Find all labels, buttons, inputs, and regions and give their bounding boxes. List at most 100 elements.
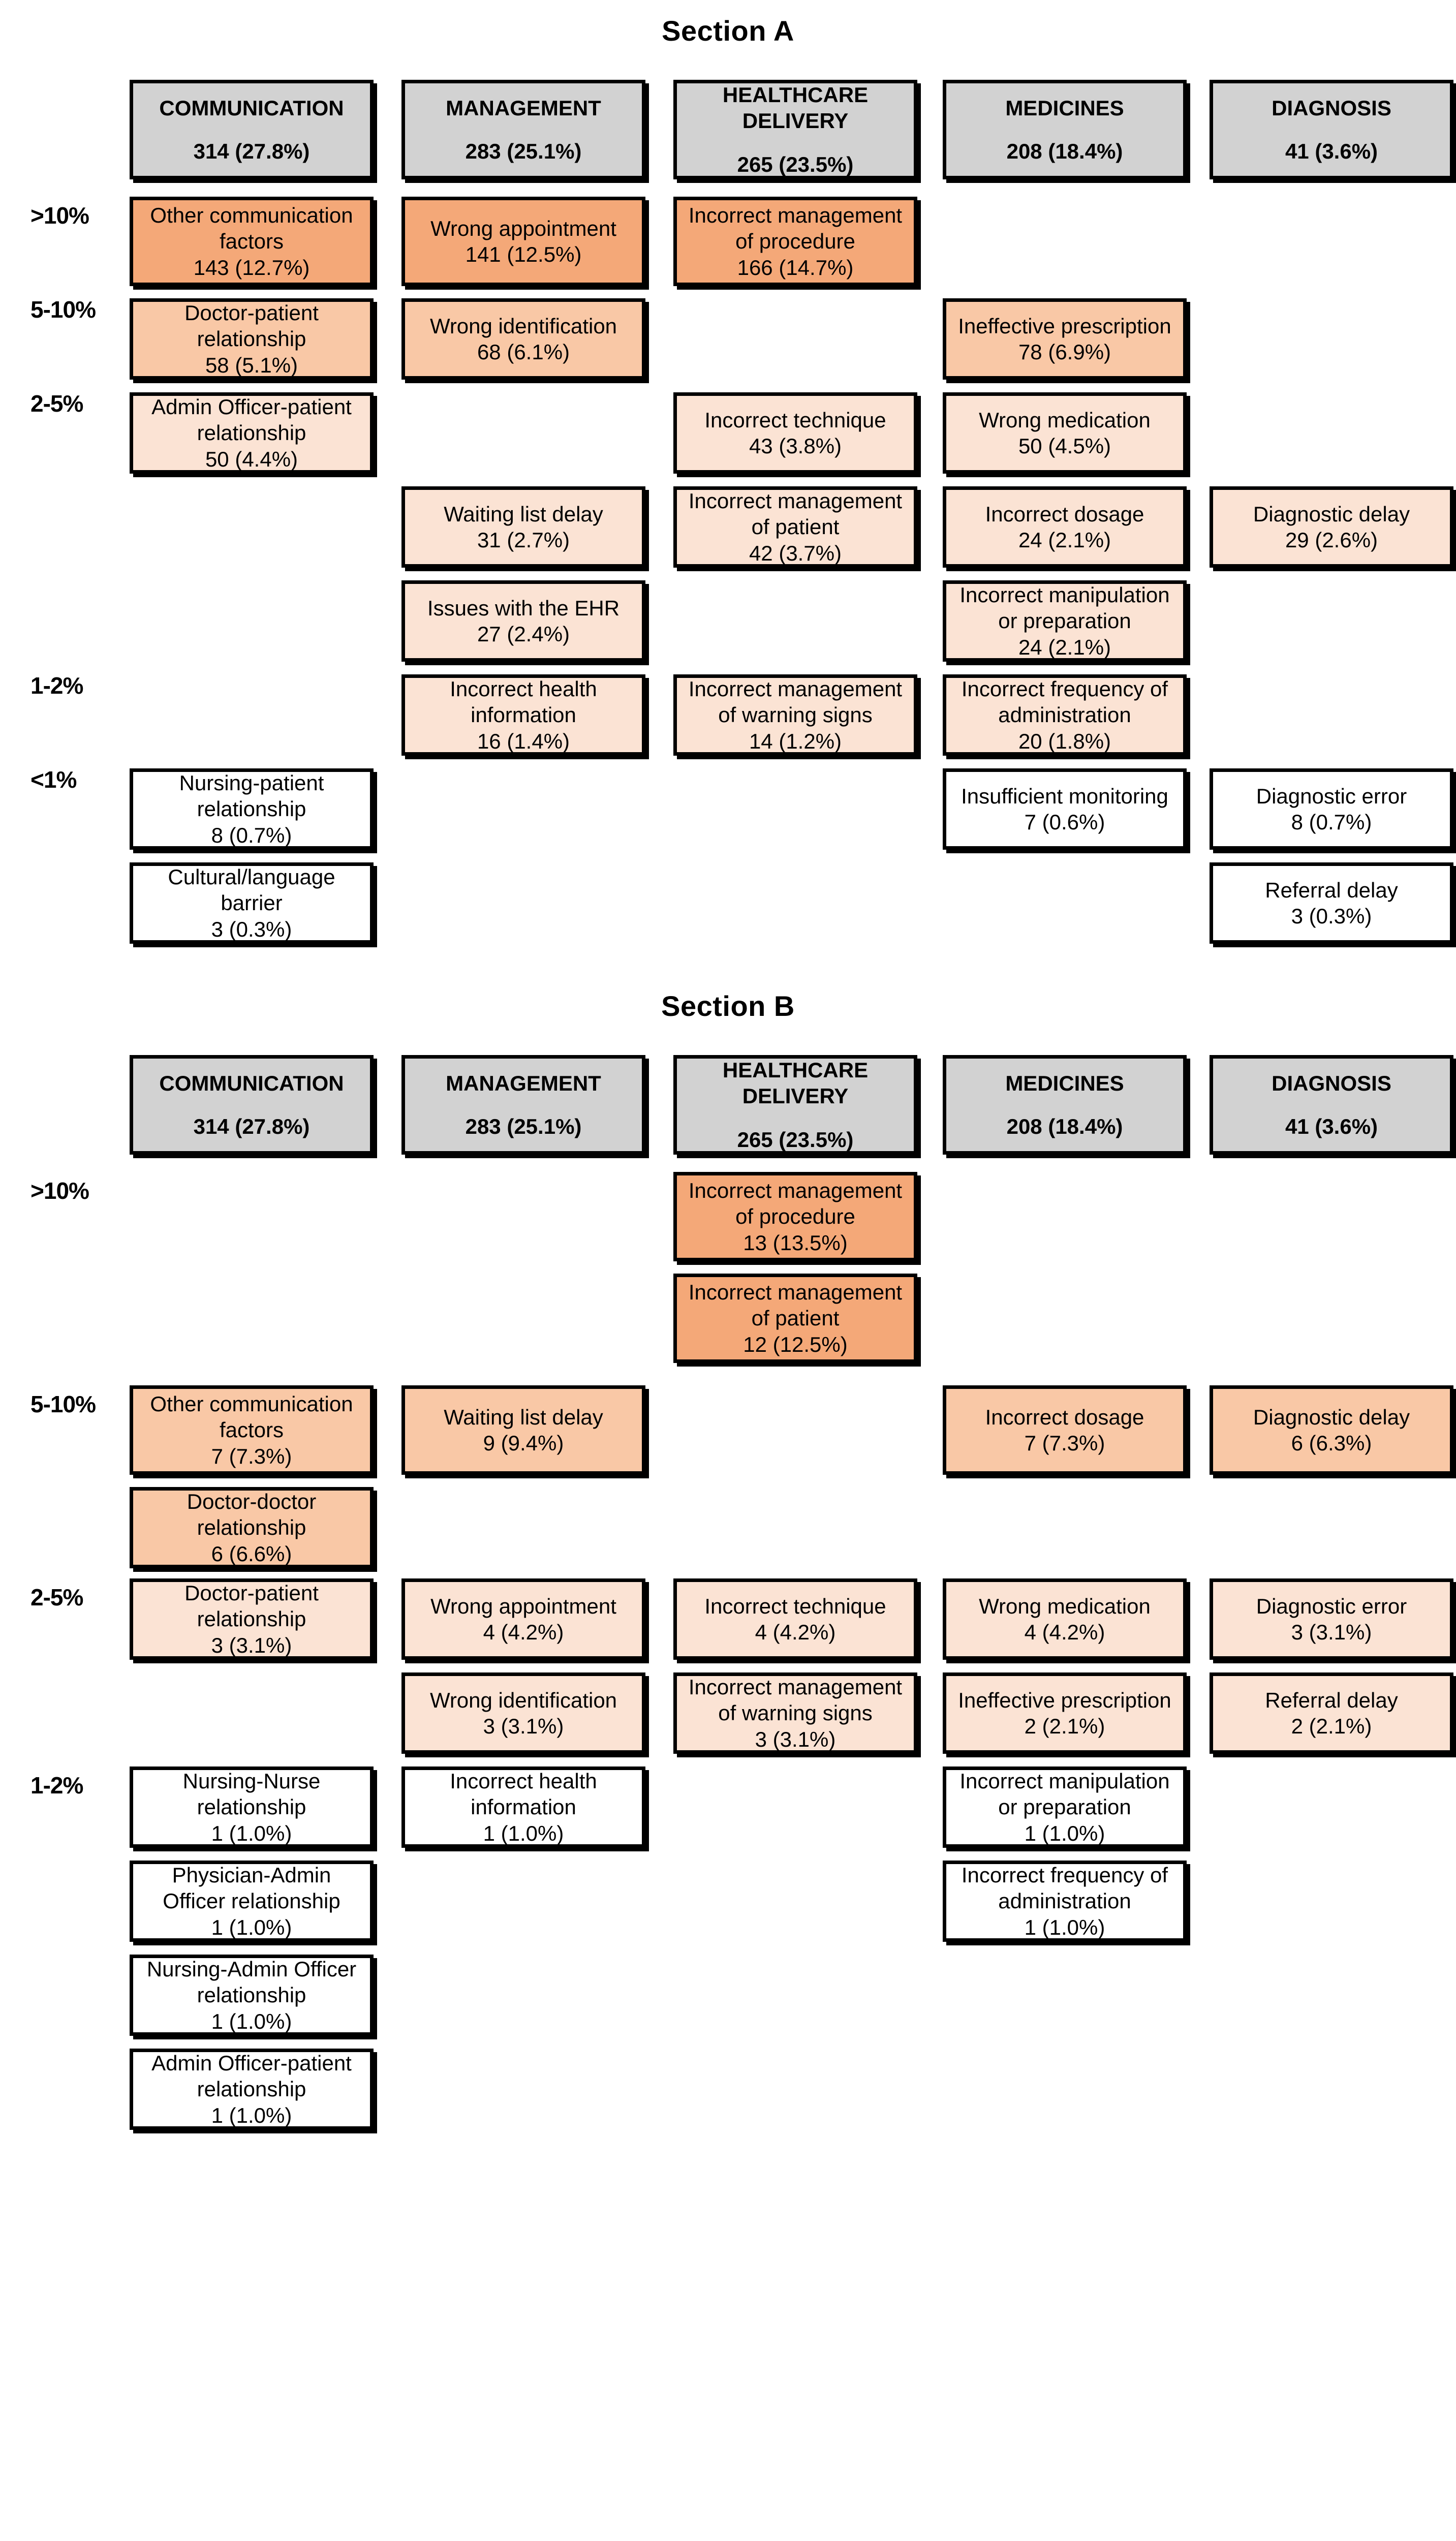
error-value: 29 (2.6%) — [1285, 528, 1378, 552]
error-value: 16 (1.4%) — [477, 729, 570, 753]
error-label: Other communication factors — [150, 203, 353, 254]
error-label: Diagnostic delay — [1253, 1405, 1410, 1429]
error-label: Doctor-patient relationship — [184, 1581, 319, 1631]
error-label: Waiting list delay — [444, 502, 603, 526]
error-label: Incorrect frequency of administration — [961, 677, 1168, 727]
error-label: Wrong medication — [979, 408, 1151, 432]
error-value: 58 (5.1%) — [205, 353, 298, 377]
error-value: 1 (1.0%) — [483, 1821, 564, 1845]
section-title: Section A — [662, 15, 794, 47]
error-value: 78 (6.9%) — [1018, 340, 1111, 364]
error-value: 31 (2.7%) — [477, 528, 570, 552]
error-value: 3 (3.1%) — [755, 1727, 836, 1751]
error-value: 50 (4.4%) — [205, 447, 298, 471]
category-name: DIAGNOSIS — [1272, 96, 1391, 120]
section-grid: >10%5-10%2-5%1-2%<1%Other communication … — [0, 197, 1456, 959]
error-label: Diagnostic error — [1256, 1594, 1407, 1618]
error-label: Incorrect frequency of administration — [961, 1863, 1168, 1913]
error-value: 24 (2.1%) — [1018, 528, 1111, 552]
error-label: Incorrect management of warning signs — [688, 677, 903, 727]
error-value: 42 (3.7%) — [749, 541, 842, 565]
section-title: Section B — [661, 990, 795, 1022]
error-value: 143 (12.7%) — [193, 255, 310, 280]
category-header-4: DIAGNOSIS 41 (3.6%) — [1210, 1055, 1453, 1155]
error-label: Incorrect management of patient — [688, 1280, 903, 1330]
category-value: 283 (25.1%) — [465, 1114, 582, 1138]
error-value: 1 (1.0%) — [211, 1821, 292, 1845]
section-grid: >10%5-10%2-5%1-2%Incorrect management of… — [0, 1172, 1456, 2148]
error-value: 1 (1.0%) — [1024, 1821, 1105, 1845]
category-name: DIAGNOSIS — [1272, 1071, 1391, 1095]
error-value: 2 (2.1%) — [1291, 1714, 1372, 1738]
error-label: Waiting list delay — [444, 1405, 603, 1429]
error-value: 12 (12.5%) — [743, 1332, 848, 1356]
error-label: Cultural/language barrier — [168, 865, 335, 915]
error-label: Incorrect management of procedure — [688, 1179, 903, 1229]
error-label: Insufficient monitoring — [961, 784, 1168, 808]
category-value: 265 (23.5%) — [737, 152, 854, 176]
error-label: Incorrect technique — [704, 408, 886, 432]
error-label: Referral delay — [1265, 878, 1398, 902]
error-value: 166 (14.7%) — [737, 255, 854, 280]
frequency-band-label: 5-10% — [30, 1391, 96, 1417]
category-name: MEDICINES — [1005, 96, 1124, 120]
error-value: 6 (6.6%) — [211, 1541, 292, 1566]
error-label: Incorrect manipulation or preparation — [959, 583, 1170, 633]
frequency-band-label: 5-10% — [30, 296, 96, 323]
error-label: Incorrect health information — [450, 1769, 597, 1819]
frequency-band-label: 2-5% — [30, 390, 83, 417]
frequency-band-label: <1% — [30, 766, 77, 793]
error-value: 3 (0.3%) — [211, 917, 292, 941]
error-value: 1 (1.0%) — [211, 1915, 292, 1939]
error-value: 2 (2.1%) — [1024, 1714, 1105, 1738]
error-label: Issues with the EHR — [427, 596, 620, 620]
category-value: 41 (3.6%) — [1285, 1114, 1378, 1138]
error-value: 4 (4.2%) — [483, 1620, 564, 1644]
category-name: COMMUNICATION — [159, 96, 344, 120]
error-label: Ineffective prescription — [958, 314, 1171, 338]
error-value: 14 (1.2%) — [749, 729, 842, 753]
error-value: 3 (3.1%) — [1291, 1620, 1372, 1644]
error-value: 68 (6.1%) — [477, 340, 570, 364]
error-value: 1 (1.0%) — [211, 2009, 292, 2033]
error-label: Incorrect dosage — [985, 502, 1144, 526]
error-label: Incorrect health information — [450, 677, 597, 727]
